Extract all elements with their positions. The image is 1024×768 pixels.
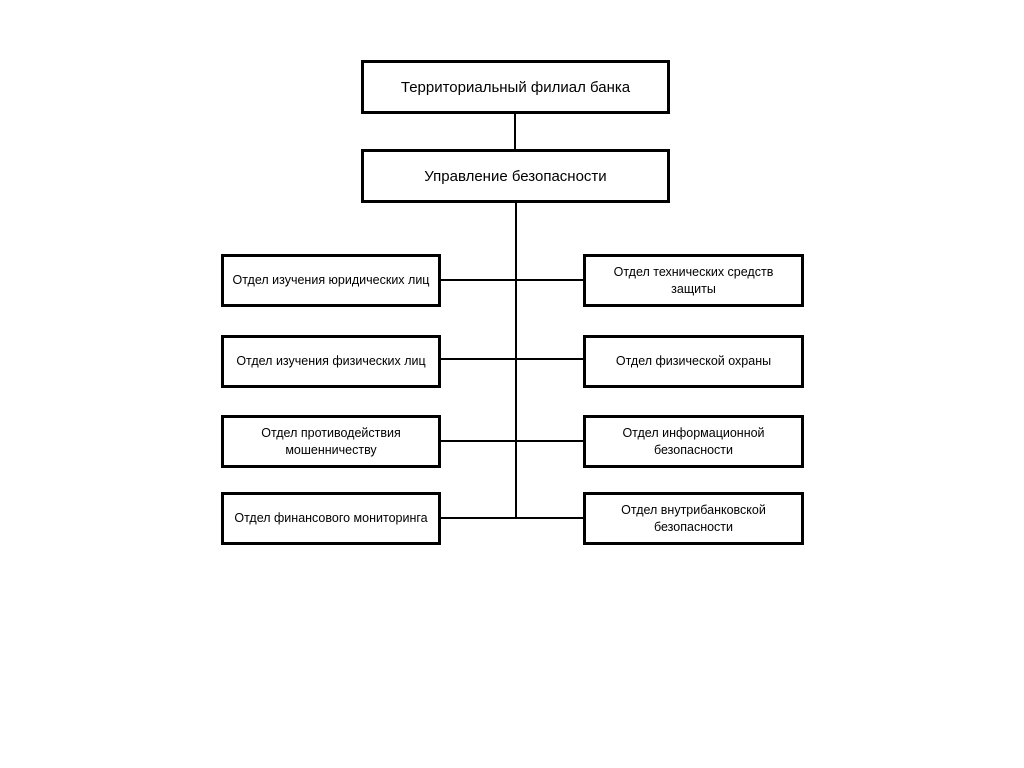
department-box-technical-protection: Отдел технических средств защиты xyxy=(583,254,804,307)
department-label: Отдел финансового мониторинга xyxy=(234,511,428,525)
department-box-individuals: Отдел изучения физических лиц xyxy=(221,335,441,388)
department-box-financial-monitoring: Отдел финансового мониторинга xyxy=(221,492,441,545)
connector-row-2 xyxy=(440,358,584,360)
root-label: Территориальный филиал банка xyxy=(400,78,631,96)
department-label: Отдел технических средств защиты xyxy=(613,264,774,296)
connector-root-to-division xyxy=(514,113,516,150)
connector-trunk xyxy=(515,202,517,519)
connector-row-1 xyxy=(440,279,584,281)
department-label: Отдел физической охраны xyxy=(615,354,772,368)
connector-row-4 xyxy=(440,517,584,519)
department-box-information-security: Отдел информационной безопасности xyxy=(583,415,804,468)
connector-row-3 xyxy=(440,440,584,442)
department-label: Отдел изучения юридических лиц xyxy=(232,273,430,287)
department-label: Отдел противодействия мошенничеству xyxy=(261,425,401,457)
root-box-territorial-branch: Территориальный филиал банка xyxy=(361,60,670,114)
department-label: Отдел изучения физических лиц xyxy=(236,354,426,368)
department-box-physical-security: Отдел физической охраны xyxy=(583,335,804,388)
department-box-anti-fraud: Отдел противодействия мошенничеству xyxy=(221,415,441,468)
department-box-internal-security: Отдел внутрибанковской безопасности xyxy=(583,492,804,545)
security-division-label: Управление безопасности xyxy=(424,167,607,185)
department-label: Отдел внутрибанковской безопасности xyxy=(621,502,766,534)
department-label: Отдел информационной безопасности xyxy=(622,425,765,457)
security-division-box: Управление безопасности xyxy=(361,149,670,203)
department-box-legal-entities: Отдел изучения юридических лиц xyxy=(221,254,441,307)
